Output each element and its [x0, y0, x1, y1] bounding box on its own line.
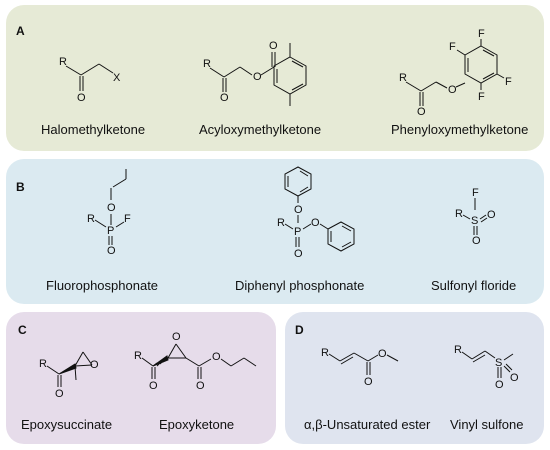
unsaturated-ester-label: α,β-Unsaturated ester: [304, 417, 431, 432]
panel-c-label: C: [18, 323, 27, 337]
panel-d: D R O O α,β-Unsaturated ester R S O O Vi…: [285, 312, 544, 444]
epoxyketone-structure: R O O O O: [134, 331, 257, 392]
atom-o2: O: [495, 379, 504, 391]
atom-o2: O: [378, 348, 387, 360]
atom-r: R: [454, 344, 462, 356]
diphenyl-phosphonate-structure: O R P O O: [277, 166, 355, 260]
atom-f: F: [472, 187, 479, 199]
atom-o2: O: [294, 248, 303, 260]
atom-f4: F: [478, 91, 485, 103]
panel-b: B O R P F O Fluorophosphonate O R P O: [6, 159, 544, 304]
atom-p: P: [107, 225, 114, 237]
atom-o2: O: [448, 84, 457, 96]
atom-o2: O: [253, 71, 262, 83]
atom-r: R: [321, 347, 329, 359]
atom-o1: O: [55, 388, 64, 400]
atom-f3: F: [505, 76, 512, 88]
atom-o1: O: [364, 376, 373, 388]
atom-o4: O: [212, 351, 221, 363]
panel-a-label: A: [16, 24, 25, 38]
halomethylketone-label: Halomethylketone: [41, 122, 146, 137]
atom-r: R: [87, 213, 95, 225]
atom-r: R: [399, 72, 407, 84]
atom-o2: O: [90, 359, 99, 371]
atom-r: R: [455, 208, 463, 220]
atom-r: R: [203, 58, 211, 70]
atom-p: P: [294, 226, 301, 238]
halomethylketone-structure: R X O: [59, 56, 121, 104]
fluorophosphonate-label: Fluorophosphonate: [46, 278, 159, 293]
epoxysuccinate-structure: R O O: [39, 351, 99, 400]
acyloxymethylketone-structure: R O O O: [203, 40, 307, 106]
atom-r: R: [59, 56, 67, 68]
atom-f: F: [124, 213, 131, 225]
phenyloxymethylketone-structure: R O O F F F F: [399, 28, 512, 118]
panel-b-label: B: [16, 180, 25, 194]
atom-o: O: [77, 92, 86, 104]
fluorophosphonate-structure: O R P F O: [87, 169, 131, 257]
atom-o2: O: [107, 245, 116, 257]
atom-f1: F: [449, 41, 456, 53]
atom-o2: O: [472, 235, 481, 247]
atom-o1: O: [417, 106, 426, 118]
vinyl-sulfone-label: Vinyl sulfone: [450, 417, 524, 432]
phenyloxymethylketone-label: Phenyloxymethylketone: [391, 122, 529, 137]
atom-r: R: [39, 358, 47, 370]
atom-o3: O: [269, 40, 278, 52]
panel-a: A R X O Halomethylketone R O O O Acyloxy…: [6, 5, 544, 151]
epoxyketone-label: Epoxyketone: [159, 417, 235, 432]
atom-r: R: [277, 217, 285, 229]
atom-o1: O: [220, 92, 229, 104]
atom-o1: O: [487, 209, 496, 221]
atom-r: R: [134, 350, 142, 362]
sulfonyl-floride-label: Sulfonyl floride: [431, 278, 517, 293]
atom-x: X: [113, 72, 121, 84]
sulfonyl-floride-structure: F R S O O: [455, 187, 496, 247]
atom-o1: O: [149, 380, 158, 392]
atom-o1: O: [107, 202, 116, 214]
panel-c: C R O O Epoxysuccinate R O O O O: [6, 312, 276, 444]
atom-o2: O: [172, 331, 181, 343]
vinyl-sulfone-structure: R S O O: [454, 344, 519, 391]
epoxysuccinate-label: Epoxysuccinate: [21, 417, 113, 432]
atom-o3: O: [311, 217, 320, 229]
atom-o3: O: [196, 380, 205, 392]
atom-f2: F: [478, 28, 485, 40]
atom-s: S: [471, 215, 478, 227]
atom-o1: O: [510, 372, 519, 384]
atom-s: S: [495, 357, 502, 369]
acyloxymethylketone-label: Acyloxymethylketone: [199, 122, 322, 137]
diphenyl-phosphonate-label: Diphenyl phosphonate: [235, 278, 365, 293]
atom-o1: O: [294, 204, 303, 216]
unsaturated-ester-structure: R O O: [321, 347, 399, 388]
panel-d-label: D: [295, 323, 304, 337]
